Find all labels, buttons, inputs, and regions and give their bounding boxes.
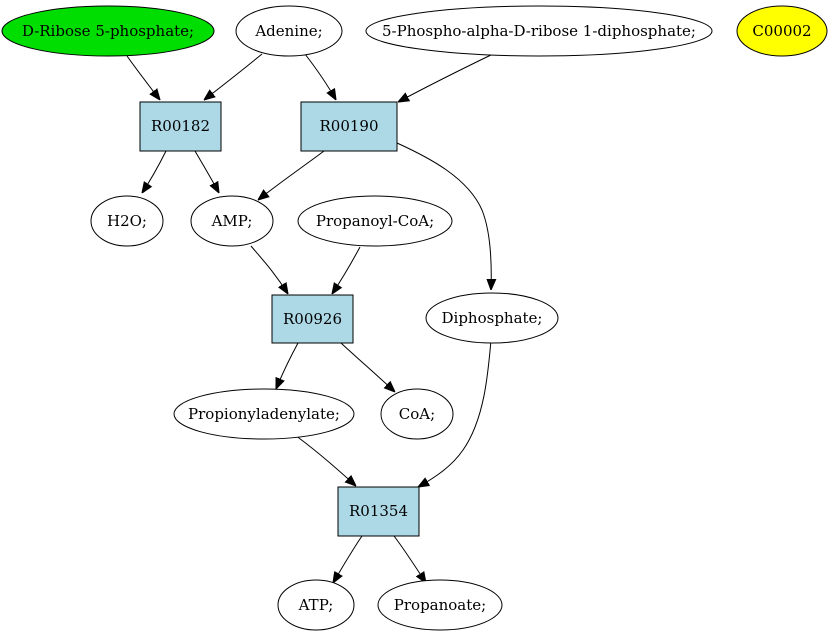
node-adenine-label: Adenine;	[254, 22, 322, 40]
node-atp-shape	[277, 579, 355, 631]
node-propionyladenylate[interactable]: Propionyladenylate;	[173, 388, 355, 440]
node-propanoate-label: Propanoate;	[394, 596, 486, 614]
node-r00182-shape	[139, 101, 222, 152]
edge-r01354-to-propanoate	[393, 535, 426, 583]
node-h2o-shape	[90, 195, 164, 247]
edge-r01354-to-atp	[333, 535, 363, 583]
node-h2o-label: H2O;	[107, 212, 147, 230]
node-propanoylcoa[interactable]: Propanoyl-CoA;	[297, 195, 453, 247]
node-propionyladenylate-shape	[173, 388, 355, 440]
node-propanoylcoa-shape	[297, 195, 453, 247]
node-propionyladenylate-label: Propionyladenylate;	[188, 405, 340, 423]
node-propanoylcoa-label: Propanoyl-CoA;	[316, 212, 434, 230]
node-amp-label: AMP;	[211, 212, 253, 230]
edge-adenine-to-r00182	[204, 53, 263, 100]
node-diphosphate-label: Diphosphate;	[442, 309, 543, 327]
edge-prpp-to-r00190	[398, 53, 494, 102]
node-propanoate[interactable]: Propanoate;	[377, 579, 503, 631]
node-r00190-shape	[300, 101, 398, 152]
edge-r00190-to-amp	[258, 150, 325, 200]
edge-adenine-to-r00190	[304, 53, 336, 100]
node-r00190-label: R00190	[319, 117, 378, 135]
node-ribose5p-shape	[1, 5, 215, 57]
node-adenine[interactable]: Adenine;	[235, 5, 343, 57]
node-r00190[interactable]: R00190	[300, 101, 398, 152]
node-prpp[interactable]: 5-Phospho-alpha-D-ribose 1-diphosphate;	[365, 5, 713, 57]
nodes: D-Ribose 5-phosphate; Adenine; 5-Phospho…	[1, 5, 828, 631]
node-propanoate-shape	[377, 579, 503, 631]
node-amp-shape	[190, 195, 274, 247]
node-r01354-label: R01354	[349, 502, 408, 520]
node-r00182-label: R00182	[151, 117, 210, 135]
node-diphosphate[interactable]: Diphosphate;	[425, 292, 559, 344]
node-r01354[interactable]: R01354	[337, 486, 420, 537]
edge-propanoylcoa-to-r00926	[332, 246, 361, 294]
node-prpp-shape	[365, 5, 713, 57]
node-ribose5p-label: D-Ribose 5-phosphate;	[22, 22, 194, 40]
node-amp[interactable]: AMP;	[190, 195, 274, 247]
node-coa[interactable]: CoA;	[380, 388, 454, 440]
node-r01354-shape	[337, 486, 420, 537]
node-ribose5p[interactable]: D-Ribose 5-phosphate;	[1, 5, 215, 57]
edge-ribose5p-to-r00182	[126, 55, 160, 100]
node-coa-label: CoA;	[399, 405, 435, 423]
edge-r00926-to-coa	[340, 342, 395, 392]
node-r00926-shape	[271, 294, 354, 344]
node-adenine-shape	[235, 5, 343, 57]
node-r00926[interactable]: R00926	[271, 294, 354, 344]
edges	[126, 53, 494, 583]
edge-r00182-to-h2o	[142, 150, 167, 193]
node-c00002-label: C00002	[752, 22, 811, 40]
edge-r00190-to-diphosphate	[396, 142, 491, 290]
node-coa-shape	[380, 388, 454, 440]
node-c00002[interactable]: C00002	[736, 5, 828, 57]
edge-propionyladenylate-to-r01354	[291, 432, 356, 486]
node-atp[interactable]: ATP;	[277, 579, 355, 631]
edge-r00182-to-amp	[194, 150, 219, 193]
node-atp-label: ATP;	[298, 596, 334, 614]
node-c00002-shape	[736, 5, 828, 57]
node-r00926-label: R00926	[283, 310, 342, 328]
edge-amp-to-r00926	[250, 245, 288, 294]
edge-r00926-to-propionyladenylate	[276, 342, 299, 389]
node-diphosphate-shape	[425, 292, 559, 344]
node-h2o[interactable]: H2O;	[90, 195, 164, 247]
node-prpp-label: 5-Phospho-alpha-D-ribose 1-diphosphate;	[382, 22, 696, 40]
edge-diphosphate-to-r01354	[418, 339, 492, 487]
node-r00182[interactable]: R00182	[139, 101, 222, 152]
